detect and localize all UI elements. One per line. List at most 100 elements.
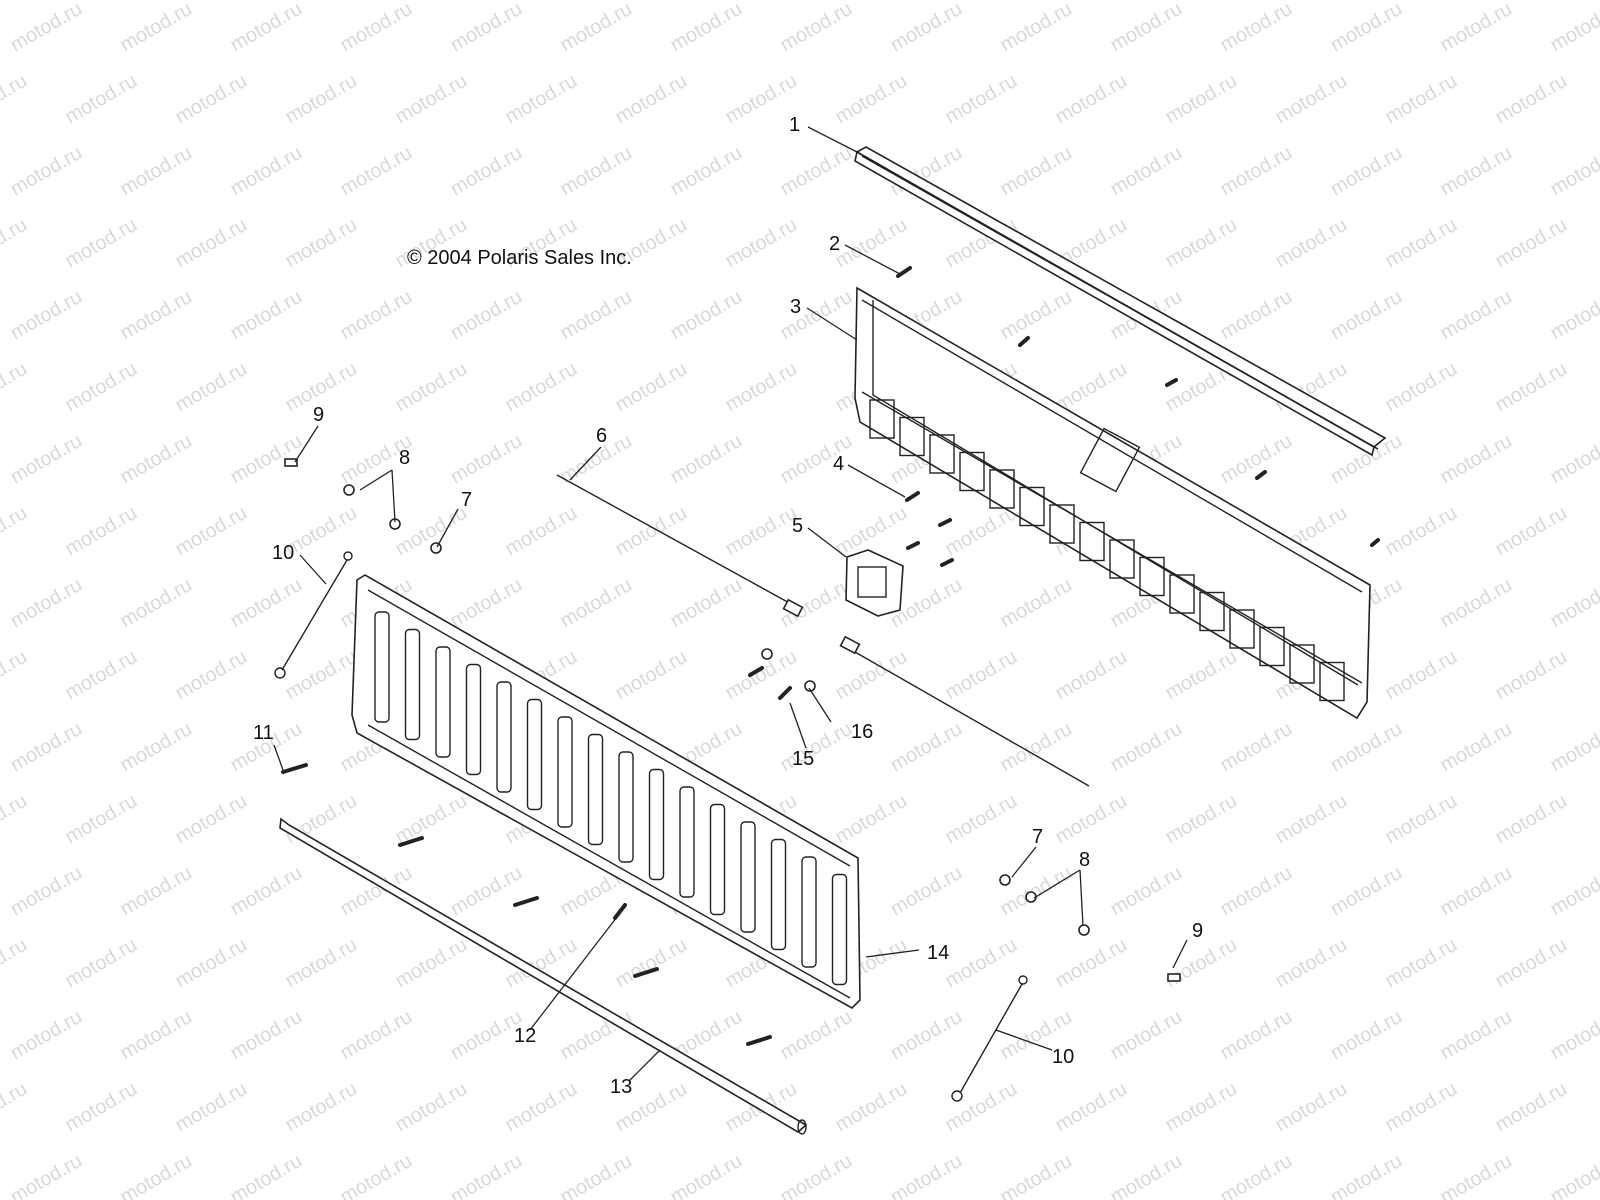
watermark-text: motod.ru: [667, 430, 746, 489]
panel-slot: [801, 856, 817, 968]
watermark-text: motod.ru: [612, 934, 691, 993]
panel-slot: [679, 786, 695, 898]
watermark-text: motod.ru: [62, 70, 141, 129]
watermark-text: motod.ru: [997, 142, 1076, 201]
watermark-text: motod.ru: [612, 70, 691, 129]
watermark-text: motod.ru: [1272, 934, 1351, 993]
nut-icon: [804, 680, 816, 692]
watermark-text: motod.ru: [887, 1150, 966, 1200]
watermark-text: motod.ru: [282, 214, 361, 273]
watermark-text: motod.ru: [502, 358, 581, 417]
callout-9-upper: 9: [313, 404, 324, 426]
panel-rib-cell: [1319, 661, 1345, 702]
watermark-text: motod.ru: [557, 1006, 636, 1065]
watermark-text: motod.ru: [1107, 718, 1186, 777]
bolt-icon: [1165, 378, 1178, 387]
watermark-text: motod.ru: [1217, 862, 1296, 921]
watermark-text: motod.ru: [1217, 1006, 1296, 1065]
watermark-text: motod.ru: [557, 0, 636, 56]
watermark-text: motod.ru: [282, 70, 361, 129]
callout-labels: 1 2 3 4 5 6 7 8 9 10 11 12 13 14 15 16 7…: [253, 114, 1203, 1098]
bolt-icon: [398, 836, 424, 847]
watermark-text: motod.ru: [227, 574, 306, 633]
panel-rib-cell: [1199, 591, 1225, 632]
watermark-text: motod.ru: [1437, 0, 1516, 56]
watermark-text: motod.ru: [1547, 862, 1600, 921]
part-13-bottom-tube: [279, 817, 808, 1135]
copyright-notice: © 2004 Polaris Sales Inc.: [407, 247, 632, 269]
watermark-text: motod.ru: [1492, 70, 1571, 129]
watermark-text: motod.ru: [667, 0, 746, 56]
watermark-text: motod.ru: [172, 790, 251, 849]
callout-8-upper: 8: [399, 447, 410, 469]
watermark-text: motod.ru: [282, 646, 361, 705]
watermark-text: motod.ru: [1382, 358, 1461, 417]
panel-slot: [404, 628, 421, 741]
watermark-text: motod.ru: [172, 502, 251, 561]
watermark-text: motod.ru: [1492, 646, 1571, 705]
watermark-text: motod.ru: [282, 934, 361, 993]
watermark-text: motod.ru: [0, 1078, 31, 1137]
watermark-text: motod.ru: [447, 0, 526, 56]
watermark-text: motod.ru: [282, 1078, 361, 1137]
panel-rib-cell: [929, 434, 955, 474]
watermark-text: motod.ru: [612, 358, 691, 417]
watermark-text: motod.ru: [1437, 862, 1516, 921]
watermark-text: motod.ru: [392, 358, 471, 417]
watermark-text: motod.ru: [1327, 718, 1406, 777]
watermark-text: motod.ru: [172, 1078, 251, 1137]
watermark-text: motod.ru: [337, 1150, 416, 1200]
watermark-text: motod.ru: [777, 718, 856, 777]
panel-rib-cell: [1079, 521, 1105, 562]
watermark-text: motod.ru: [1052, 70, 1131, 129]
bolt-icon: [938, 518, 952, 527]
watermark-text: motod.ru: [502, 1078, 581, 1137]
nut-icon: [1078, 924, 1090, 936]
watermark-text: motod.ru: [282, 790, 361, 849]
watermark-text: motod.ru: [447, 574, 526, 633]
watermark-text: motod.ru: [117, 0, 196, 56]
watermark-text: motod.ru: [557, 286, 636, 345]
watermark-text: motod.ru: [502, 70, 581, 129]
watermark-text: motod.ru: [777, 0, 856, 56]
watermark-text: motod.ru: [1107, 142, 1186, 201]
panel-rib-cell: [1139, 556, 1165, 597]
watermark-text: motod.ru: [1052, 934, 1131, 993]
watermark-text: motod.ru: [777, 1006, 856, 1065]
panel-rib-cell: [899, 416, 925, 457]
bolt-icon: [281, 763, 308, 774]
fastener-bolts: [281, 266, 1380, 1046]
panel-slot: [831, 873, 848, 986]
watermark-text: motod.ru: [7, 862, 86, 921]
panel-slot: [435, 646, 451, 758]
panel-slot: [587, 733, 604, 846]
watermark-text: motod.ru: [1327, 1150, 1406, 1200]
watermark-text: motod.ru: [1437, 1150, 1516, 1200]
watermark-text: motod.ru: [337, 1006, 416, 1065]
watermark-text: motod.ru: [1382, 1078, 1461, 1137]
bolt-icon: [1255, 470, 1267, 480]
watermark-text: motod.ru: [62, 358, 141, 417]
panel-slot: [740, 821, 756, 933]
watermark-text: motod.ru: [667, 142, 746, 201]
watermark-text: motod.ru: [337, 286, 416, 345]
watermark-text: motod.ru: [1052, 790, 1131, 849]
watermark-text: motod.ru: [62, 502, 141, 561]
watermark-text: motod.ru: [887, 862, 966, 921]
watermark-text: motod.ru: [0, 502, 31, 561]
watermark-text: motod.ru: [997, 862, 1076, 921]
watermark-text: motod.ru: [117, 574, 196, 633]
watermark-text: motod.ru: [1437, 430, 1516, 489]
watermark-text: motod.ru: [557, 142, 636, 201]
watermark-text: motod.ru: [62, 1078, 141, 1137]
panel-rib-cell: [1169, 574, 1195, 614]
watermark-text: motod.ru: [1162, 1078, 1241, 1137]
watermark-text: motod.ru: [337, 142, 416, 201]
bolt-icon: [1370, 538, 1380, 547]
panel-rib-cell: [1229, 609, 1255, 649]
watermark-text: motod.ru: [62, 214, 141, 273]
nut-icon: [761, 648, 773, 660]
watermark-text: motod.ru: [172, 646, 251, 705]
watermark-text: motod.ru: [612, 502, 691, 561]
bolt-icon: [746, 1035, 772, 1046]
